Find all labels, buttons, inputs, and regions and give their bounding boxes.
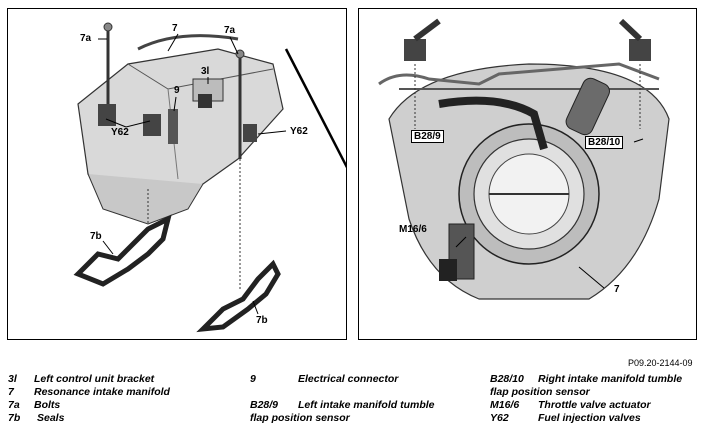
legend-text-line2: flap position sensor <box>490 386 590 398</box>
legend-text: Electrical connector <box>298 373 399 385</box>
right-illustration-panel: B28/9 B28/10 M16/6 7 <box>358 8 697 340</box>
callout-3l: 3l <box>201 66 210 77</box>
callout-y62-left: Y62 <box>111 127 129 138</box>
legend-code: 7a <box>8 399 20 411</box>
callout-7a-left: 7a <box>80 33 92 44</box>
callout-7a-right: 7a <box>224 25 236 36</box>
legend-text: Left control unit bracket <box>34 373 155 385</box>
callout-9: 9 <box>174 85 180 96</box>
callout-b28-9: B28/9 <box>411 130 444 143</box>
callout-7-right: 7 <box>614 284 620 295</box>
legend-text: Right intake manifold tumble <box>538 373 683 385</box>
legend-text: Left intake manifold tumble <box>298 399 435 411</box>
legend-text: Bolts <box>34 399 61 411</box>
legend-text: Fuel injection valves <box>538 412 641 424</box>
legend-code: 7b <box>8 412 21 424</box>
intake-manifold-exploded-drawing <box>73 22 346 333</box>
legend-code: M16/6 <box>490 399 520 411</box>
legend-code: 7 <box>8 386 14 398</box>
callout-b28-10: B28/10 <box>585 136 624 149</box>
callout-7b-top: 7b <box>90 231 102 242</box>
callout-7: 7 <box>172 23 178 34</box>
callout-m16-6: M16/6 <box>399 224 427 235</box>
left-illustration-panel: 7a 7 7a 3l 9 Y62 Y62 7b 7b <box>7 8 347 340</box>
callout-7b-bottom: 7b <box>256 315 268 326</box>
legend-code: 3l <box>8 373 17 385</box>
callout-y62-right: Y62 <box>290 126 308 137</box>
throttle-body-drawing <box>378 18 670 300</box>
legend-code: Y62 <box>490 412 509 424</box>
legend-code: B28/10 <box>490 373 524 385</box>
legend-text: Throttle valve actuator <box>538 399 651 411</box>
figure-reference: P09.20-2144-09 <box>628 358 693 368</box>
legend-text-line2: flap position sensor <box>250 412 350 424</box>
legend-text: Resonance intake manifold <box>34 386 170 398</box>
legend-code: 9 <box>250 373 256 385</box>
legend-text: Seals <box>37 412 65 424</box>
legend-code: B28/9 <box>250 399 279 411</box>
